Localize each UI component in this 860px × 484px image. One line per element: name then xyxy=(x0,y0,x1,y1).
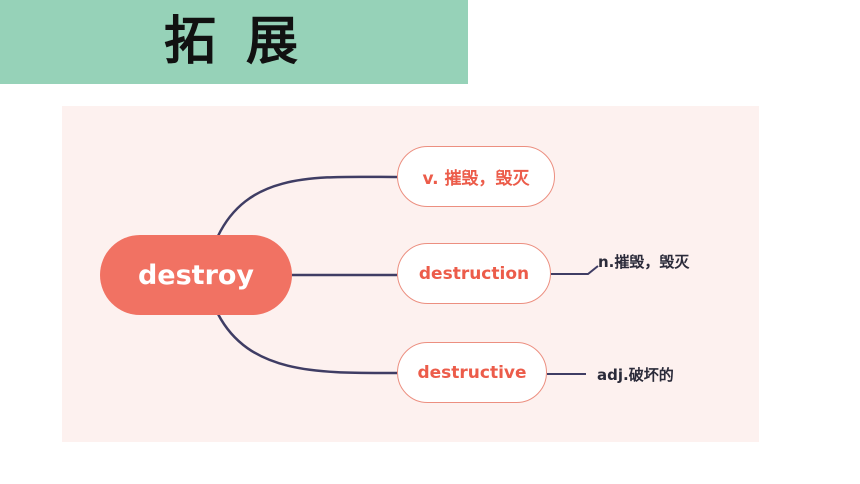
note-line-1 xyxy=(551,265,599,275)
note-destruction-meaning: n.摧毁，毁灭 xyxy=(598,253,690,271)
branch-node-destruction: destruction xyxy=(397,243,551,304)
connector-branch-1 xyxy=(216,175,398,237)
note-destructive-meaning: adj.破坏的 xyxy=(597,366,674,384)
root-node: destroy xyxy=(100,235,292,315)
branch-node-destructive: destructive xyxy=(397,342,547,403)
connector-branch-3 xyxy=(216,313,398,375)
title-banner: 拓展 xyxy=(0,0,468,84)
page-title: 拓展 xyxy=(164,11,329,72)
branch-node-verb: v. 摧毁，毁灭 xyxy=(397,146,555,207)
